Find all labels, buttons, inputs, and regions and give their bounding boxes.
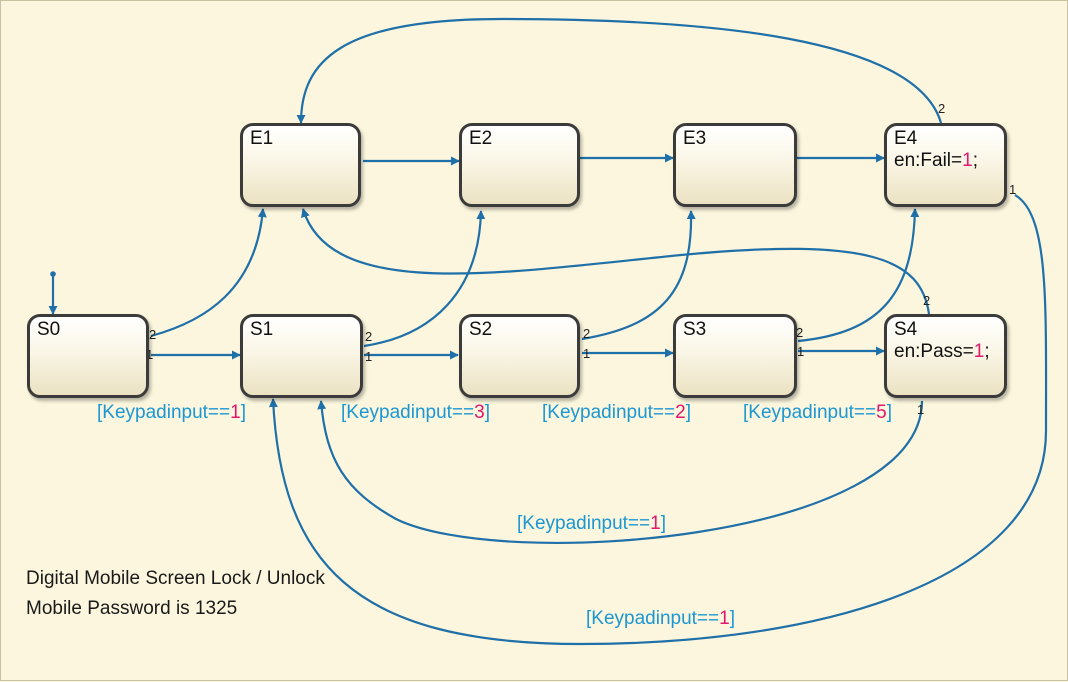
priority-s0-e1: 2 xyxy=(149,327,156,342)
diagram-caption-line2: Mobile Password is 1325 xyxy=(26,598,238,619)
priority-s4-s1: 1 xyxy=(917,402,924,417)
state-s1[interactable]: S1 xyxy=(240,314,363,398)
priority-s0-s1: 1 xyxy=(146,347,153,362)
state-s3-name: S3 xyxy=(683,319,707,340)
priority-s2-e3: 2 xyxy=(583,326,590,341)
priority-e4-s1: 1 xyxy=(1009,182,1016,197)
state-e3-name: E3 xyxy=(683,128,707,149)
diagram-caption-line1: Digital Mobile Screen Lock / Unlock xyxy=(26,568,325,589)
transition-s2-e3 xyxy=(581,210,696,341)
transition-s4-s1 xyxy=(317,400,924,544)
transition-s4-e1 xyxy=(301,208,931,315)
condition-s0-s1: [Keypadinput==1] xyxy=(97,402,246,423)
state-s2[interactable]: S2 xyxy=(459,314,580,398)
state-e2-name: E2 xyxy=(469,128,493,149)
condition-s4-s1: [Keypadinput==1] xyxy=(517,513,666,534)
state-e1[interactable]: E1 xyxy=(240,123,361,207)
transition-e4-s1 xyxy=(268,194,1048,646)
condition-s3-s4: [Keypadinput==5] xyxy=(743,402,892,423)
state-s0-name: S0 xyxy=(37,319,61,340)
state-s4-entry-action: en:Pass=1; xyxy=(894,341,990,362)
priority-s1-e2: 2 xyxy=(365,329,372,344)
priority-s1-s2: 1 xyxy=(365,349,372,364)
transition-e4-e1 xyxy=(296,17,943,124)
state-s4[interactable]: S4 en:Pass=1; xyxy=(884,314,1007,398)
state-e3[interactable]: E3 xyxy=(673,123,797,207)
state-s0[interactable]: S0 xyxy=(27,314,149,398)
priority-s2-s3: 1 xyxy=(583,346,590,361)
state-s2-name: S2 xyxy=(469,319,493,340)
transition-s3-e4 xyxy=(797,208,920,343)
state-s1-name: S1 xyxy=(250,319,274,340)
state-e4[interactable]: E4 en:Fail=1; xyxy=(884,123,1007,207)
state-e1-name: E1 xyxy=(250,128,274,149)
condition-s1-s2: [Keypadinput==3] xyxy=(341,402,490,423)
transition-s1-e2 xyxy=(363,210,486,348)
state-s3[interactable]: S3 xyxy=(673,314,797,398)
state-e2[interactable]: E2 xyxy=(459,123,580,207)
priority-s3-s4: 1 xyxy=(797,344,804,359)
state-e4-name: E4 xyxy=(894,128,918,149)
priority-e4-e1: 2 xyxy=(938,101,945,116)
transition-s0-e1 xyxy=(150,208,267,338)
condition-e4-s1: [Keypadinput==1] xyxy=(586,608,735,629)
condition-s2-s3: [Keypadinput==2] xyxy=(542,402,691,423)
state-e4-entry-action: en:Fail=1; xyxy=(894,150,978,171)
state-s4-name: S4 xyxy=(894,319,918,340)
priority-s3-e4: 2 xyxy=(796,325,803,340)
priority-s4-e1: 2 xyxy=(923,293,930,308)
